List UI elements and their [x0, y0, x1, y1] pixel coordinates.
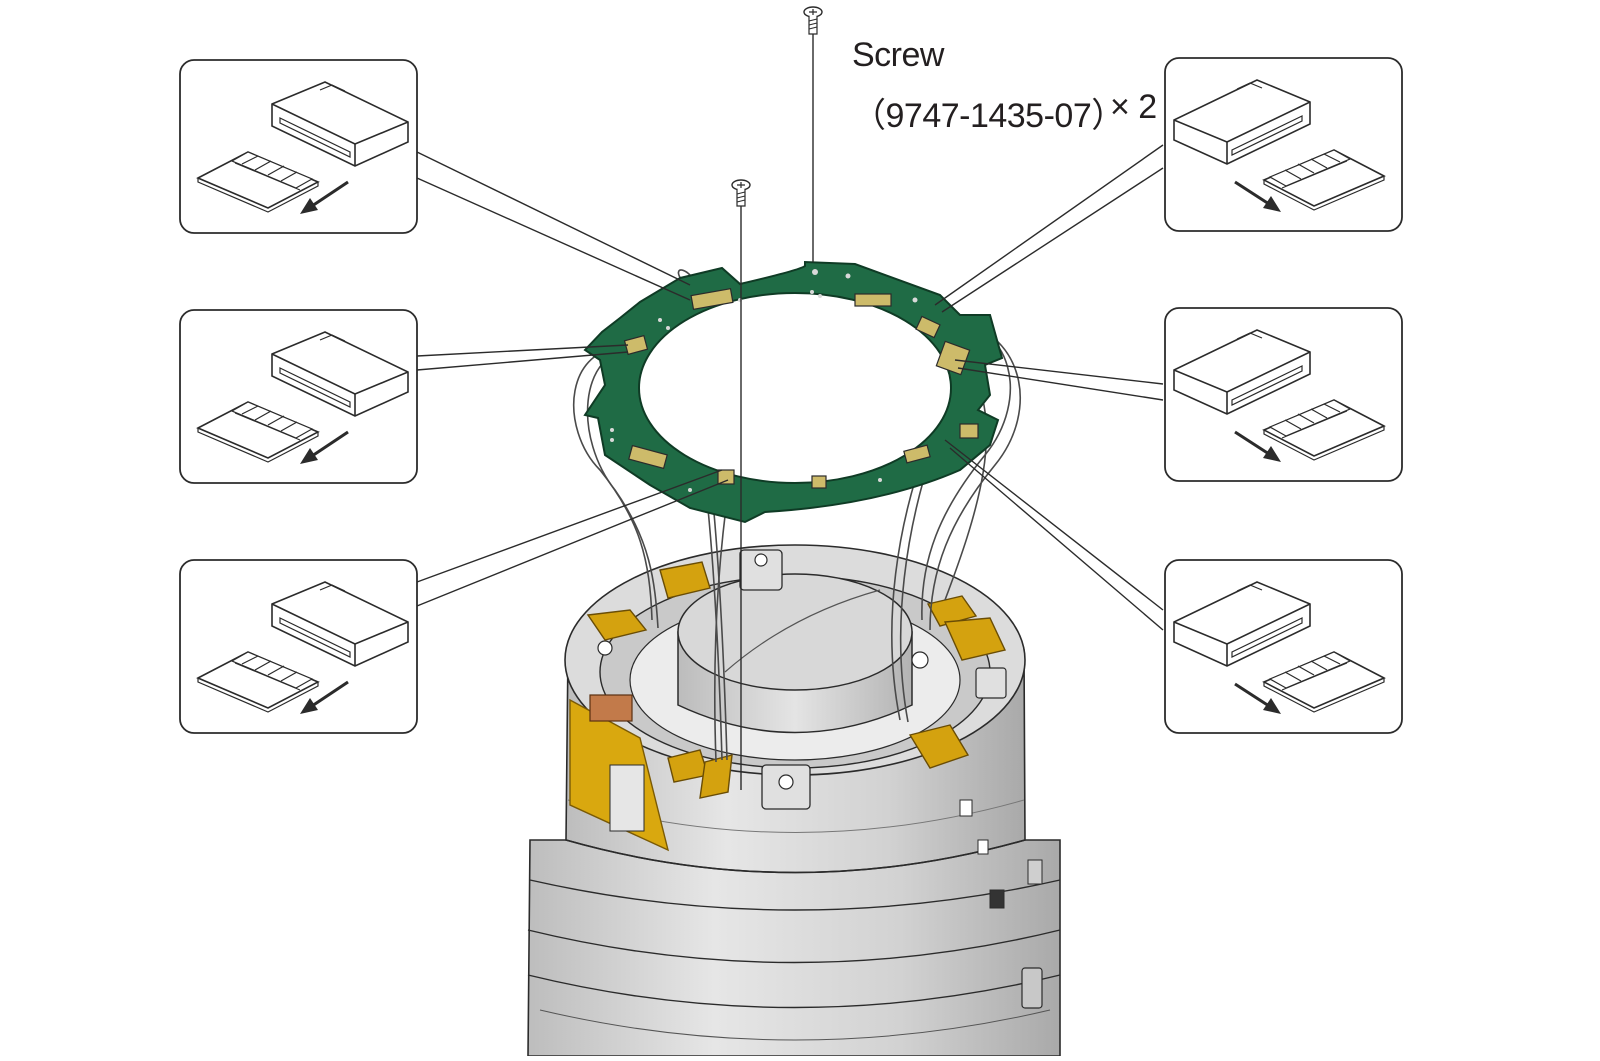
- leader-lines: [416, 144, 1164, 631]
- detail-panel-middle-left: [179, 309, 418, 484]
- screw-quantity: × 2: [1110, 88, 1157, 126]
- detail-panel-top-left: [179, 59, 418, 234]
- flex-tabs: [586, 561, 1007, 799]
- arrow-down-left-icon: [300, 180, 349, 214]
- detail-panel-bottom-left: [179, 559, 418, 734]
- detail-panel-top-right: [1164, 57, 1403, 232]
- screw-label: Screw: [852, 36, 944, 74]
- arrow-down-left-icon: [300, 680, 349, 714]
- detail-panel-bottom-right: [1164, 559, 1403, 734]
- screw-part-number: （9747-1435-07）: [852, 97, 1125, 135]
- screw-2: [731, 179, 751, 790]
- arrow-down-left-icon: [300, 430, 349, 464]
- arrow-down-right-icon: [1234, 430, 1281, 462]
- arrow-down-right-icon: [1234, 180, 1281, 212]
- pcb-ring: [583, 260, 1004, 524]
- arrow-down-right-icon: [1234, 682, 1281, 714]
- detail-panel-middle-right: [1164, 307, 1403, 482]
- screw-1: [803, 6, 823, 262]
